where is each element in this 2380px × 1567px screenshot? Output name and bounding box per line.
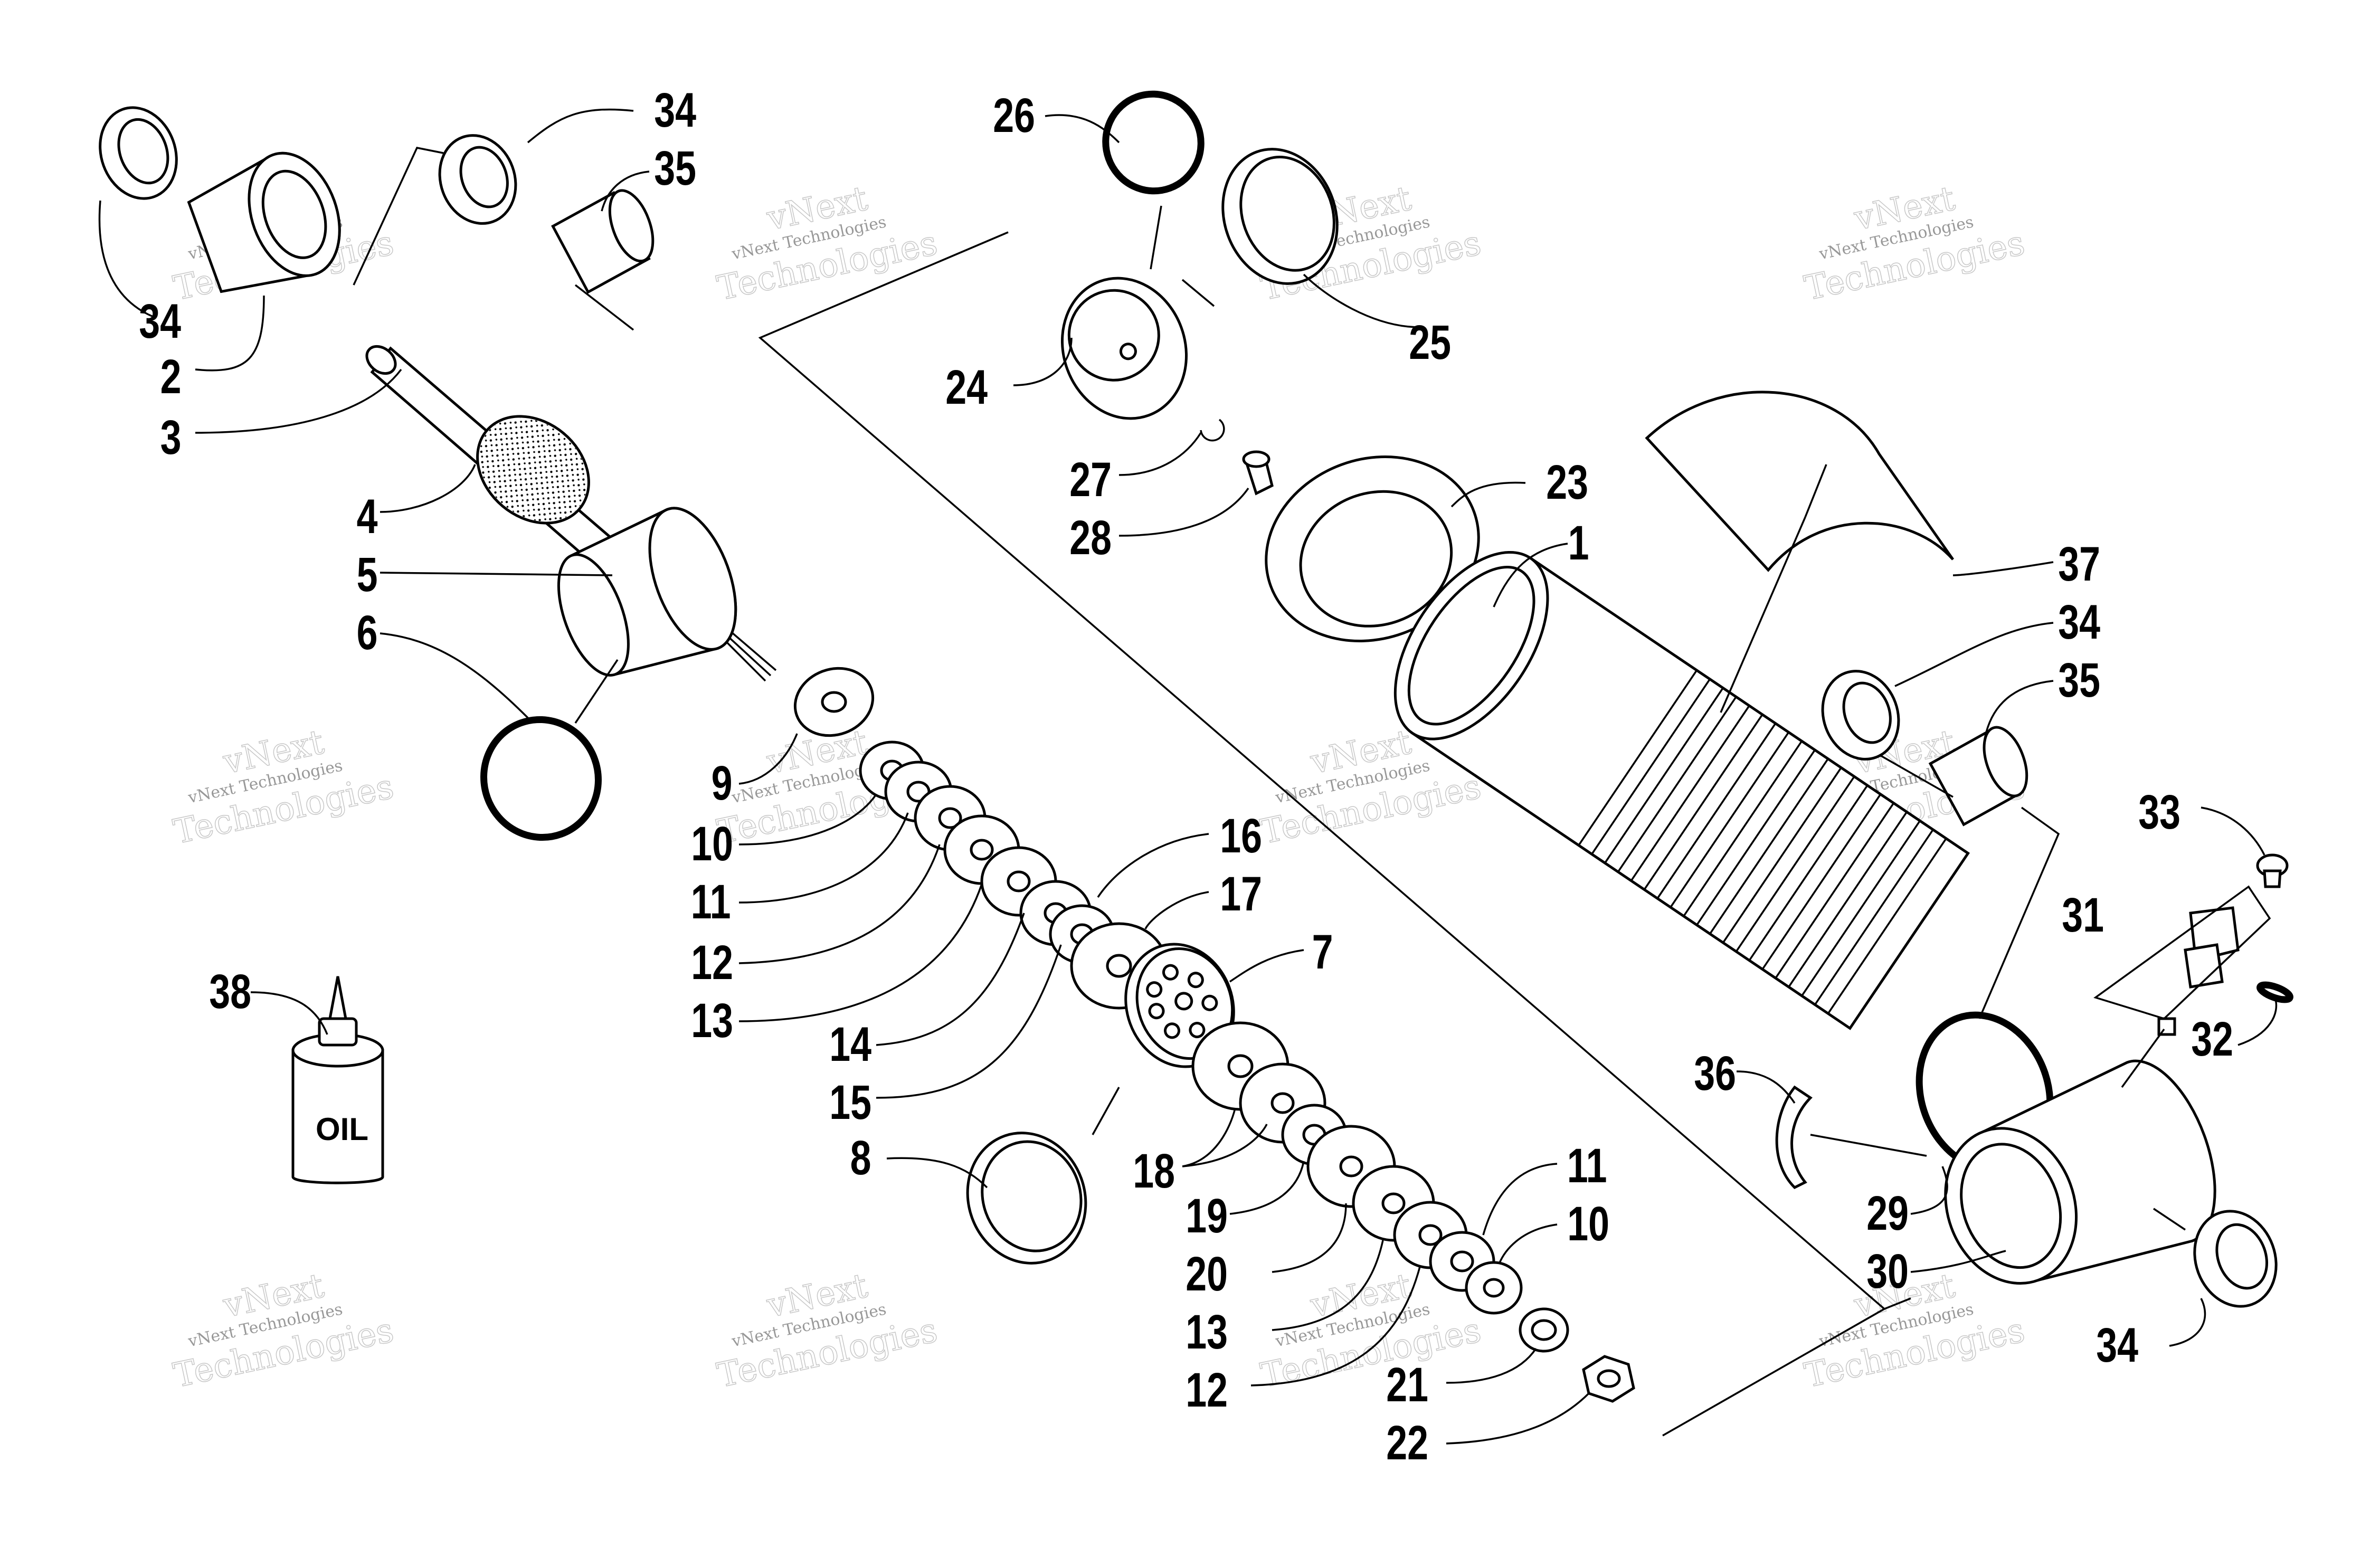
leader-lines — [98, 108, 2278, 1445]
callout-3: 3 — [160, 410, 182, 464]
callout-24: 24 — [945, 360, 988, 414]
callout-27: 27 — [1069, 452, 1112, 507]
part-reservoir-cap — [1060, 277, 1188, 420]
watermark: vNext Technologies vNext Technologies — [1801, 178, 2028, 308]
callout-33: 33 — [2138, 785, 2180, 839]
callout-18: 18 — [1133, 1144, 1175, 1198]
part-ring-25 — [1221, 148, 1339, 285]
callout-7: 7 — [1312, 925, 1333, 979]
callout-2: 2 — [160, 349, 182, 404]
callout-31: 31 — [2062, 888, 2104, 942]
part-screw — [2256, 853, 2289, 888]
watermark: vNext Technologies vNext Technologies — [714, 178, 941, 308]
watermark: vNext Technologies vNext Technologies — [170, 722, 397, 852]
callout-34: 34 — [654, 83, 696, 137]
part-washer-9 — [793, 667, 875, 737]
part-clip — [1200, 419, 1225, 442]
part-sleeve-top — [551, 189, 655, 294]
callout-22: 22 — [1386, 1416, 1428, 1470]
callout-5: 5 — [357, 547, 378, 602]
part-washer-21 — [1519, 1307, 1569, 1353]
callout-32: 32 — [2191, 1012, 2233, 1066]
part-valve-core — [1242, 450, 1274, 496]
callout-12: 12 — [691, 935, 733, 990]
part-sleeve-right — [1928, 726, 2028, 827]
callout-10: 10 — [1567, 1196, 1609, 1251]
callout-9: 9 — [712, 756, 733, 810]
callout-11: 11 — [691, 875, 731, 929]
part-bushing-top — [438, 134, 517, 225]
callout-14: 14 — [829, 1017, 871, 1071]
callout-23: 23 — [1546, 455, 1588, 509]
part-oil-bottle: OIL — [291, 976, 384, 1184]
callout-17: 17 — [1220, 867, 1262, 921]
callout-15: 15 — [829, 1075, 871, 1129]
callout-13: 13 — [1186, 1305, 1228, 1359]
callout-36: 36 — [1694, 1046, 1736, 1100]
callout-26: 26 — [993, 88, 1035, 143]
callout-labels: 34 35 34 2 3 4 5 6 26 25 24 27 28 23 1 3… — [139, 83, 2233, 1470]
callout-37: 37 — [2058, 537, 2100, 591]
assembly-bracket — [758, 231, 1911, 1437]
callout-21: 21 — [1386, 1357, 1428, 1412]
part-nut — [1582, 1355, 1635, 1403]
callout-19: 19 — [1186, 1189, 1228, 1243]
part-bushing-right-upper — [1821, 670, 1900, 761]
callout-29: 29 — [1866, 1186, 1909, 1240]
watermark: vNext Technologies vNext Technologies — [170, 1266, 397, 1395]
part-piston-ring — [966, 1132, 1087, 1265]
callout-11: 11 — [1567, 1138, 1607, 1193]
part-eyelet-bottom — [1944, 1059, 2216, 1285]
callout-4: 4 — [357, 489, 378, 544]
part-spring-clip — [1775, 1085, 1813, 1190]
callout-35: 35 — [654, 141, 696, 195]
callout-8: 8 — [850, 1131, 871, 1185]
callout-34: 34 — [2058, 595, 2100, 649]
part-eyelet-body — [187, 151, 341, 293]
part-body-tube — [1393, 550, 1970, 1030]
callout-10: 10 — [691, 816, 733, 871]
callout-34: 34 — [2096, 1318, 2138, 1372]
part-o-ring-26 — [1102, 90, 1205, 195]
callout-34: 34 — [139, 294, 181, 348]
callout-38: 38 — [209, 964, 251, 1019]
part-o-ring-small — [2256, 981, 2293, 1003]
callout-25: 25 — [1409, 315, 1451, 369]
callout-20: 20 — [1186, 1247, 1228, 1301]
watermark: vNext Technologies vNext Technologies — [714, 1266, 941, 1395]
callout-6: 6 — [357, 605, 378, 660]
part-bumper — [476, 415, 590, 525]
callout-13: 13 — [691, 993, 733, 1048]
callout-16: 16 — [1220, 809, 1262, 863]
part-shaft-eye-piston — [557, 507, 737, 677]
part-bushing-bottom-right — [2193, 1210, 2278, 1308]
oil-bottle-label: OIL — [316, 1112, 368, 1147]
part-collar — [1265, 455, 1480, 642]
part-shim-stack-upper — [859, 740, 1168, 1010]
callout-28: 28 — [1069, 510, 1112, 565]
callout-35: 35 — [2058, 653, 2100, 707]
part-shim-stack-lower — [1191, 1021, 1523, 1315]
part-shield — [1645, 391, 1955, 572]
eyelet-bracket — [353, 147, 444, 286]
callout-12: 12 — [1186, 1363, 1228, 1417]
callout-30: 30 — [1866, 1244, 1909, 1298]
part-o-ring-large — [480, 716, 602, 841]
part-bushing-top-left — [99, 106, 178, 200]
parts: OIL — [99, 90, 2293, 1403]
callout-1: 1 — [1568, 516, 1589, 570]
